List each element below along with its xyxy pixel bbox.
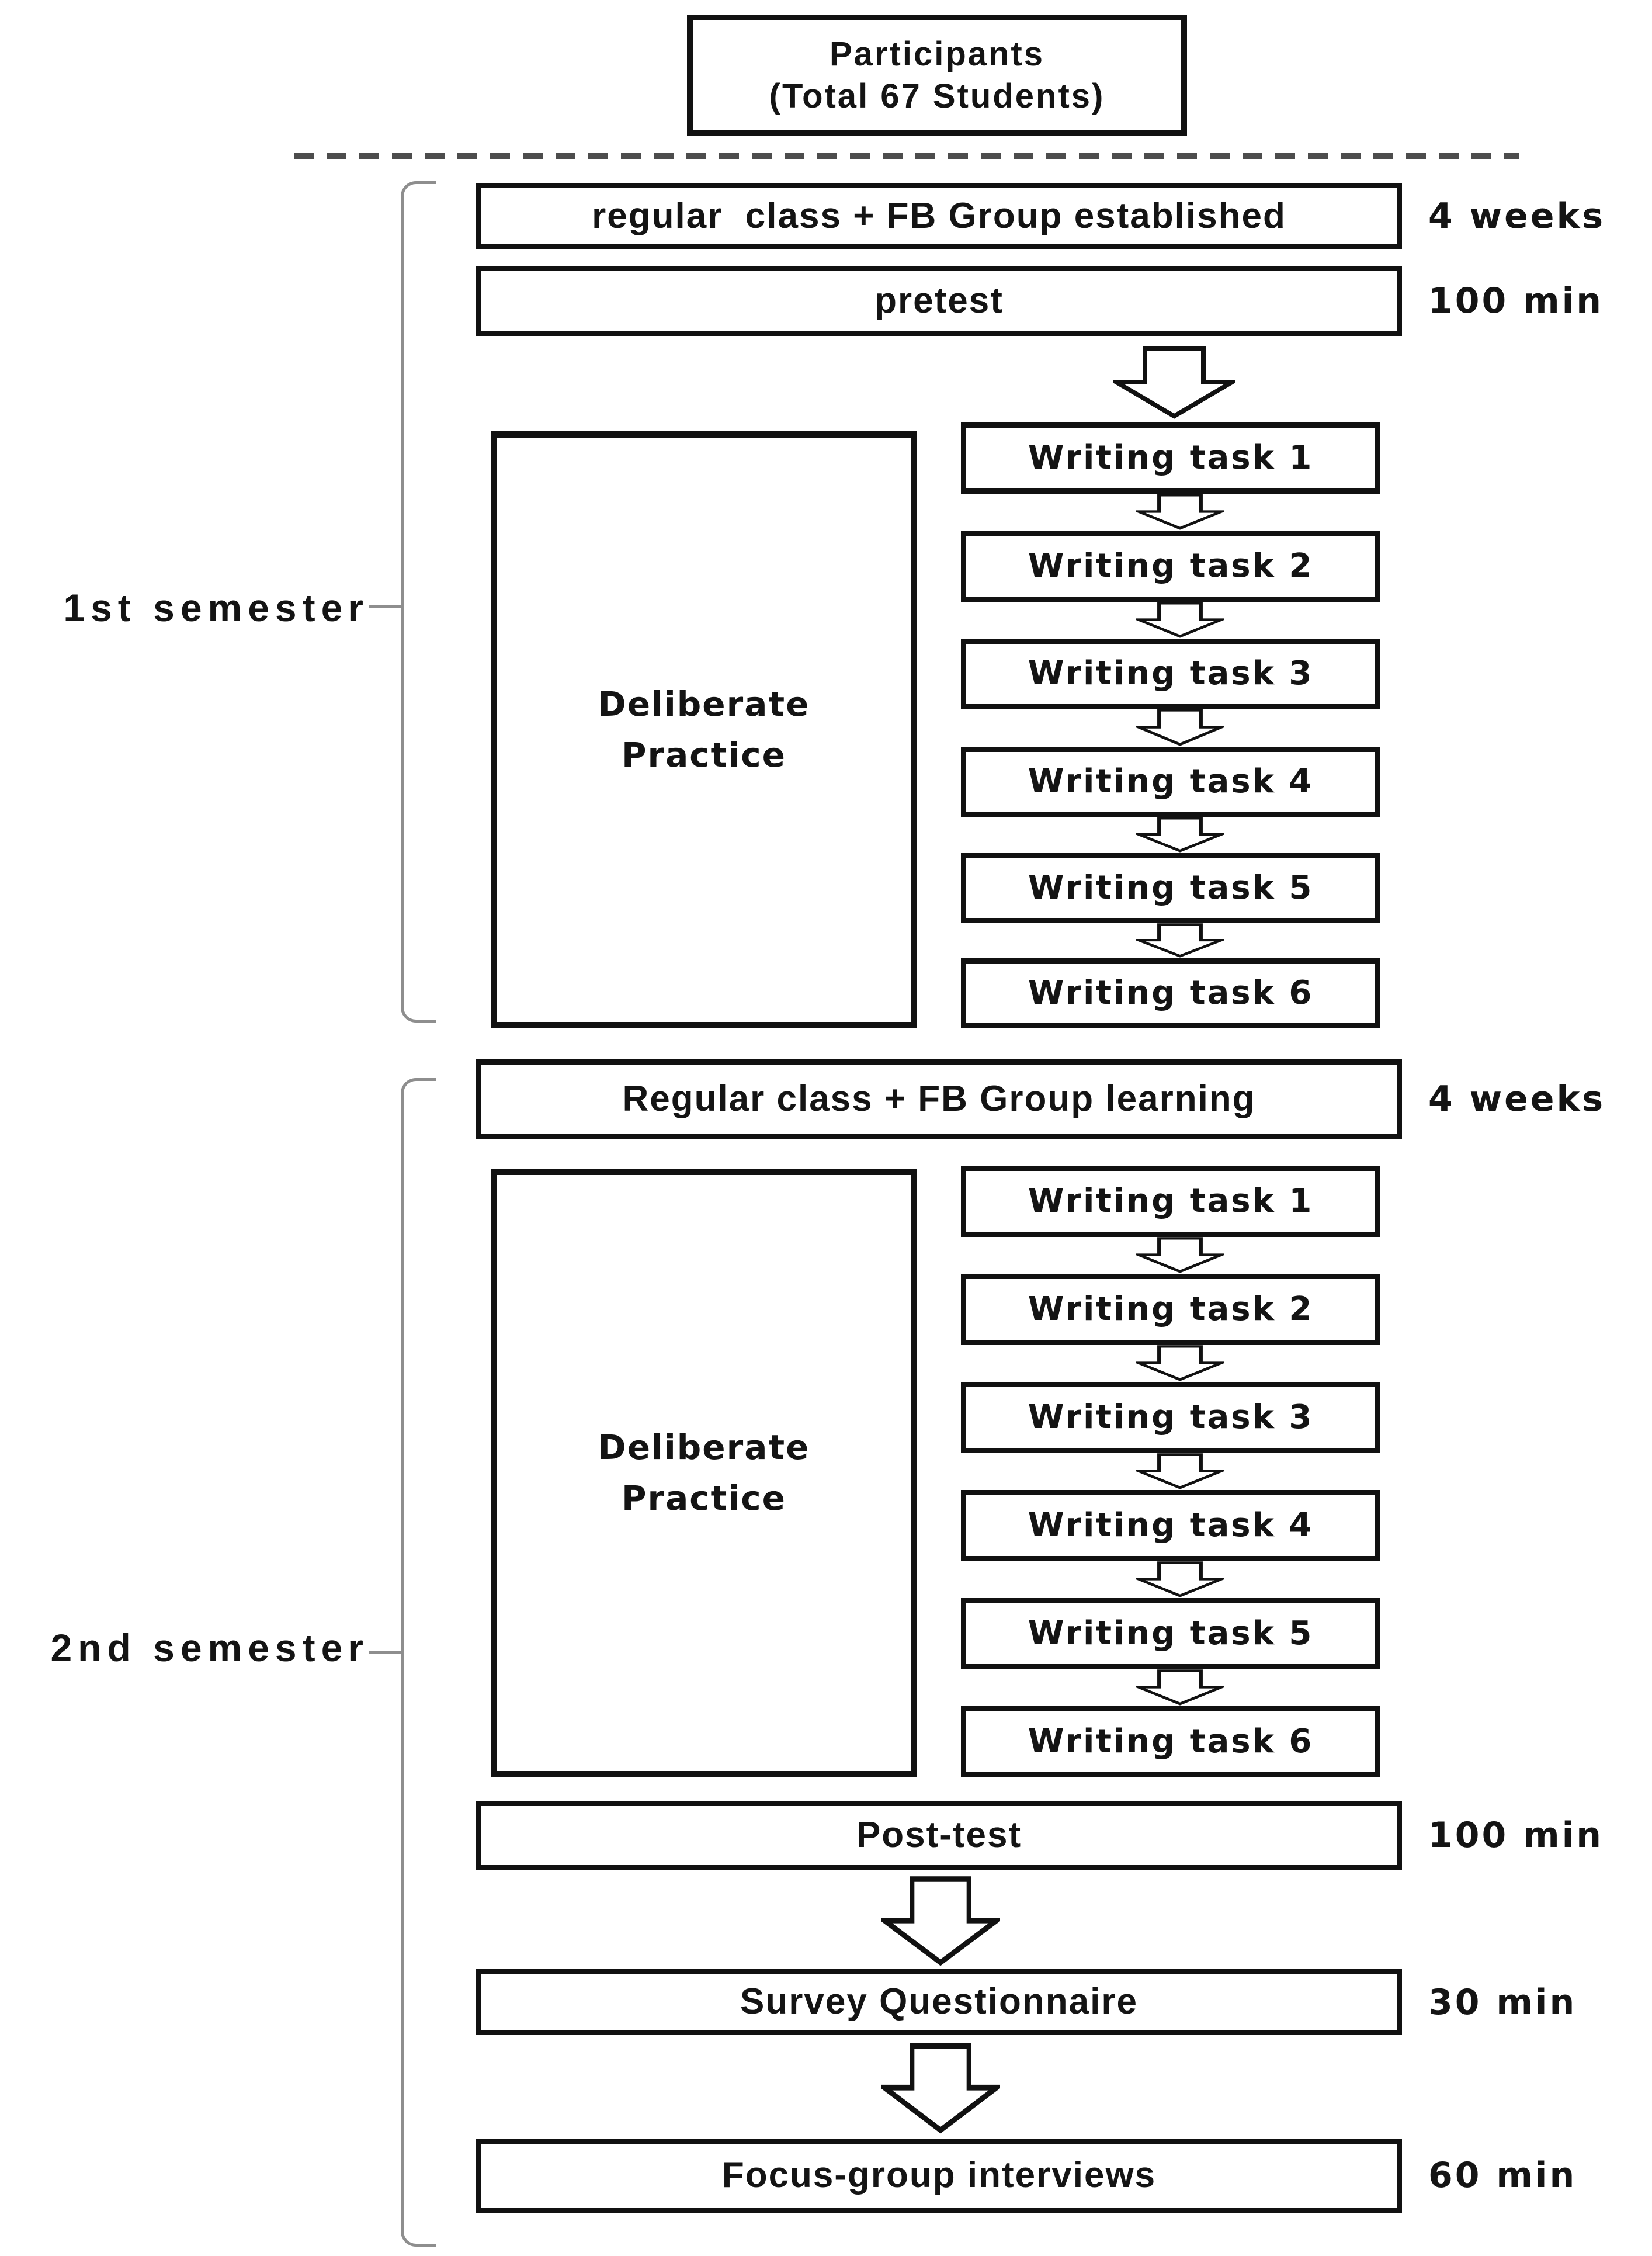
writing-task-box: Writing task 5 <box>961 853 1380 923</box>
writing-task-box: Writing task 2 <box>961 531 1380 602</box>
focus-group-interviews-duration: 60 min <box>1428 2155 1577 2196</box>
deliberate-practice-box-sem1: Deliberate Practice <box>491 431 917 1028</box>
writing-task-box: Writing task 1 <box>961 422 1380 494</box>
semester2-bracket <box>401 1078 436 2247</box>
writing-task-box: Writing task 2 <box>961 1274 1380 1345</box>
survey-questionnaire-box: Survey Questionnaire <box>476 1969 1402 2035</box>
writing-task-box: Writing task 3 <box>961 1382 1380 1453</box>
writing-task-box: Writing task 6 <box>961 1706 1380 1777</box>
down-arrow-icon <box>1136 602 1224 638</box>
semester1-bracket-tick <box>369 605 401 608</box>
semester1-label: 1st semester <box>63 586 369 629</box>
deliberate-practice-line1: Deliberate <box>598 1427 810 1467</box>
semester2-label: 2nd semester <box>50 1626 369 1669</box>
focus-group-interviews-box: Focus-group interviews <box>476 2139 1402 2213</box>
semester1-bracket <box>401 181 436 1023</box>
deliberate-practice-box-sem2: Deliberate Practice <box>491 1169 917 1777</box>
writing-task-box: Writing task 1 <box>961 1166 1380 1237</box>
semester2-bracket-tick <box>369 1651 401 1654</box>
down-arrow-icon <box>1136 923 1224 958</box>
section-divider-dashed-line <box>294 153 1519 159</box>
writing-task-box: Writing task 5 <box>961 1598 1380 1669</box>
regular-class-established-box: regular class + FB Group established <box>476 183 1402 249</box>
post-test-duration: 100 min <box>1428 1815 1604 1856</box>
participants-box: Participants (Total 67 Students) <box>687 15 1187 136</box>
down-arrow-icon <box>881 2042 1000 2134</box>
down-arrow-icon <box>1136 494 1224 530</box>
down-arrow-icon <box>1136 709 1224 746</box>
regular-class-learning-box: Regular class + FB Group learning <box>476 1059 1402 1139</box>
down-arrow-icon <box>1136 817 1224 853</box>
pretest-duration: 100 min <box>1428 280 1604 321</box>
deliberate-practice-line2: Practice <box>622 1478 786 1518</box>
writing-task-box: Writing task 3 <box>961 639 1380 709</box>
writing-task-box: Writing task 4 <box>961 747 1380 817</box>
post-test-box: Post-test <box>476 1801 1402 1870</box>
pretest-box: pretest <box>476 266 1402 336</box>
down-arrow-icon <box>1136 1453 1224 1489</box>
deliberate-practice-line1: Deliberate <box>598 684 810 724</box>
down-arrow-icon <box>881 1876 1000 1967</box>
survey-questionnaire-duration: 30 min <box>1428 1982 1577 2023</box>
down-arrow-icon <box>1136 1237 1224 1273</box>
down-arrow-icon <box>1113 346 1235 420</box>
down-arrow-icon <box>1136 1669 1224 1706</box>
writing-task-box: Writing task 6 <box>961 958 1380 1028</box>
down-arrow-icon <box>1136 1561 1224 1597</box>
down-arrow-icon <box>1136 1345 1224 1381</box>
participants-line1: Participants <box>830 34 1044 73</box>
participants-line2: (Total 67 Students) <box>769 77 1105 115</box>
deliberate-practice-line2: Practice <box>622 735 786 775</box>
regular-class-learning-duration: 4 weeks <box>1428 1079 1606 1120</box>
writing-task-box: Writing task 4 <box>961 1490 1380 1561</box>
regular-class-established-duration: 4 weeks <box>1428 196 1606 237</box>
